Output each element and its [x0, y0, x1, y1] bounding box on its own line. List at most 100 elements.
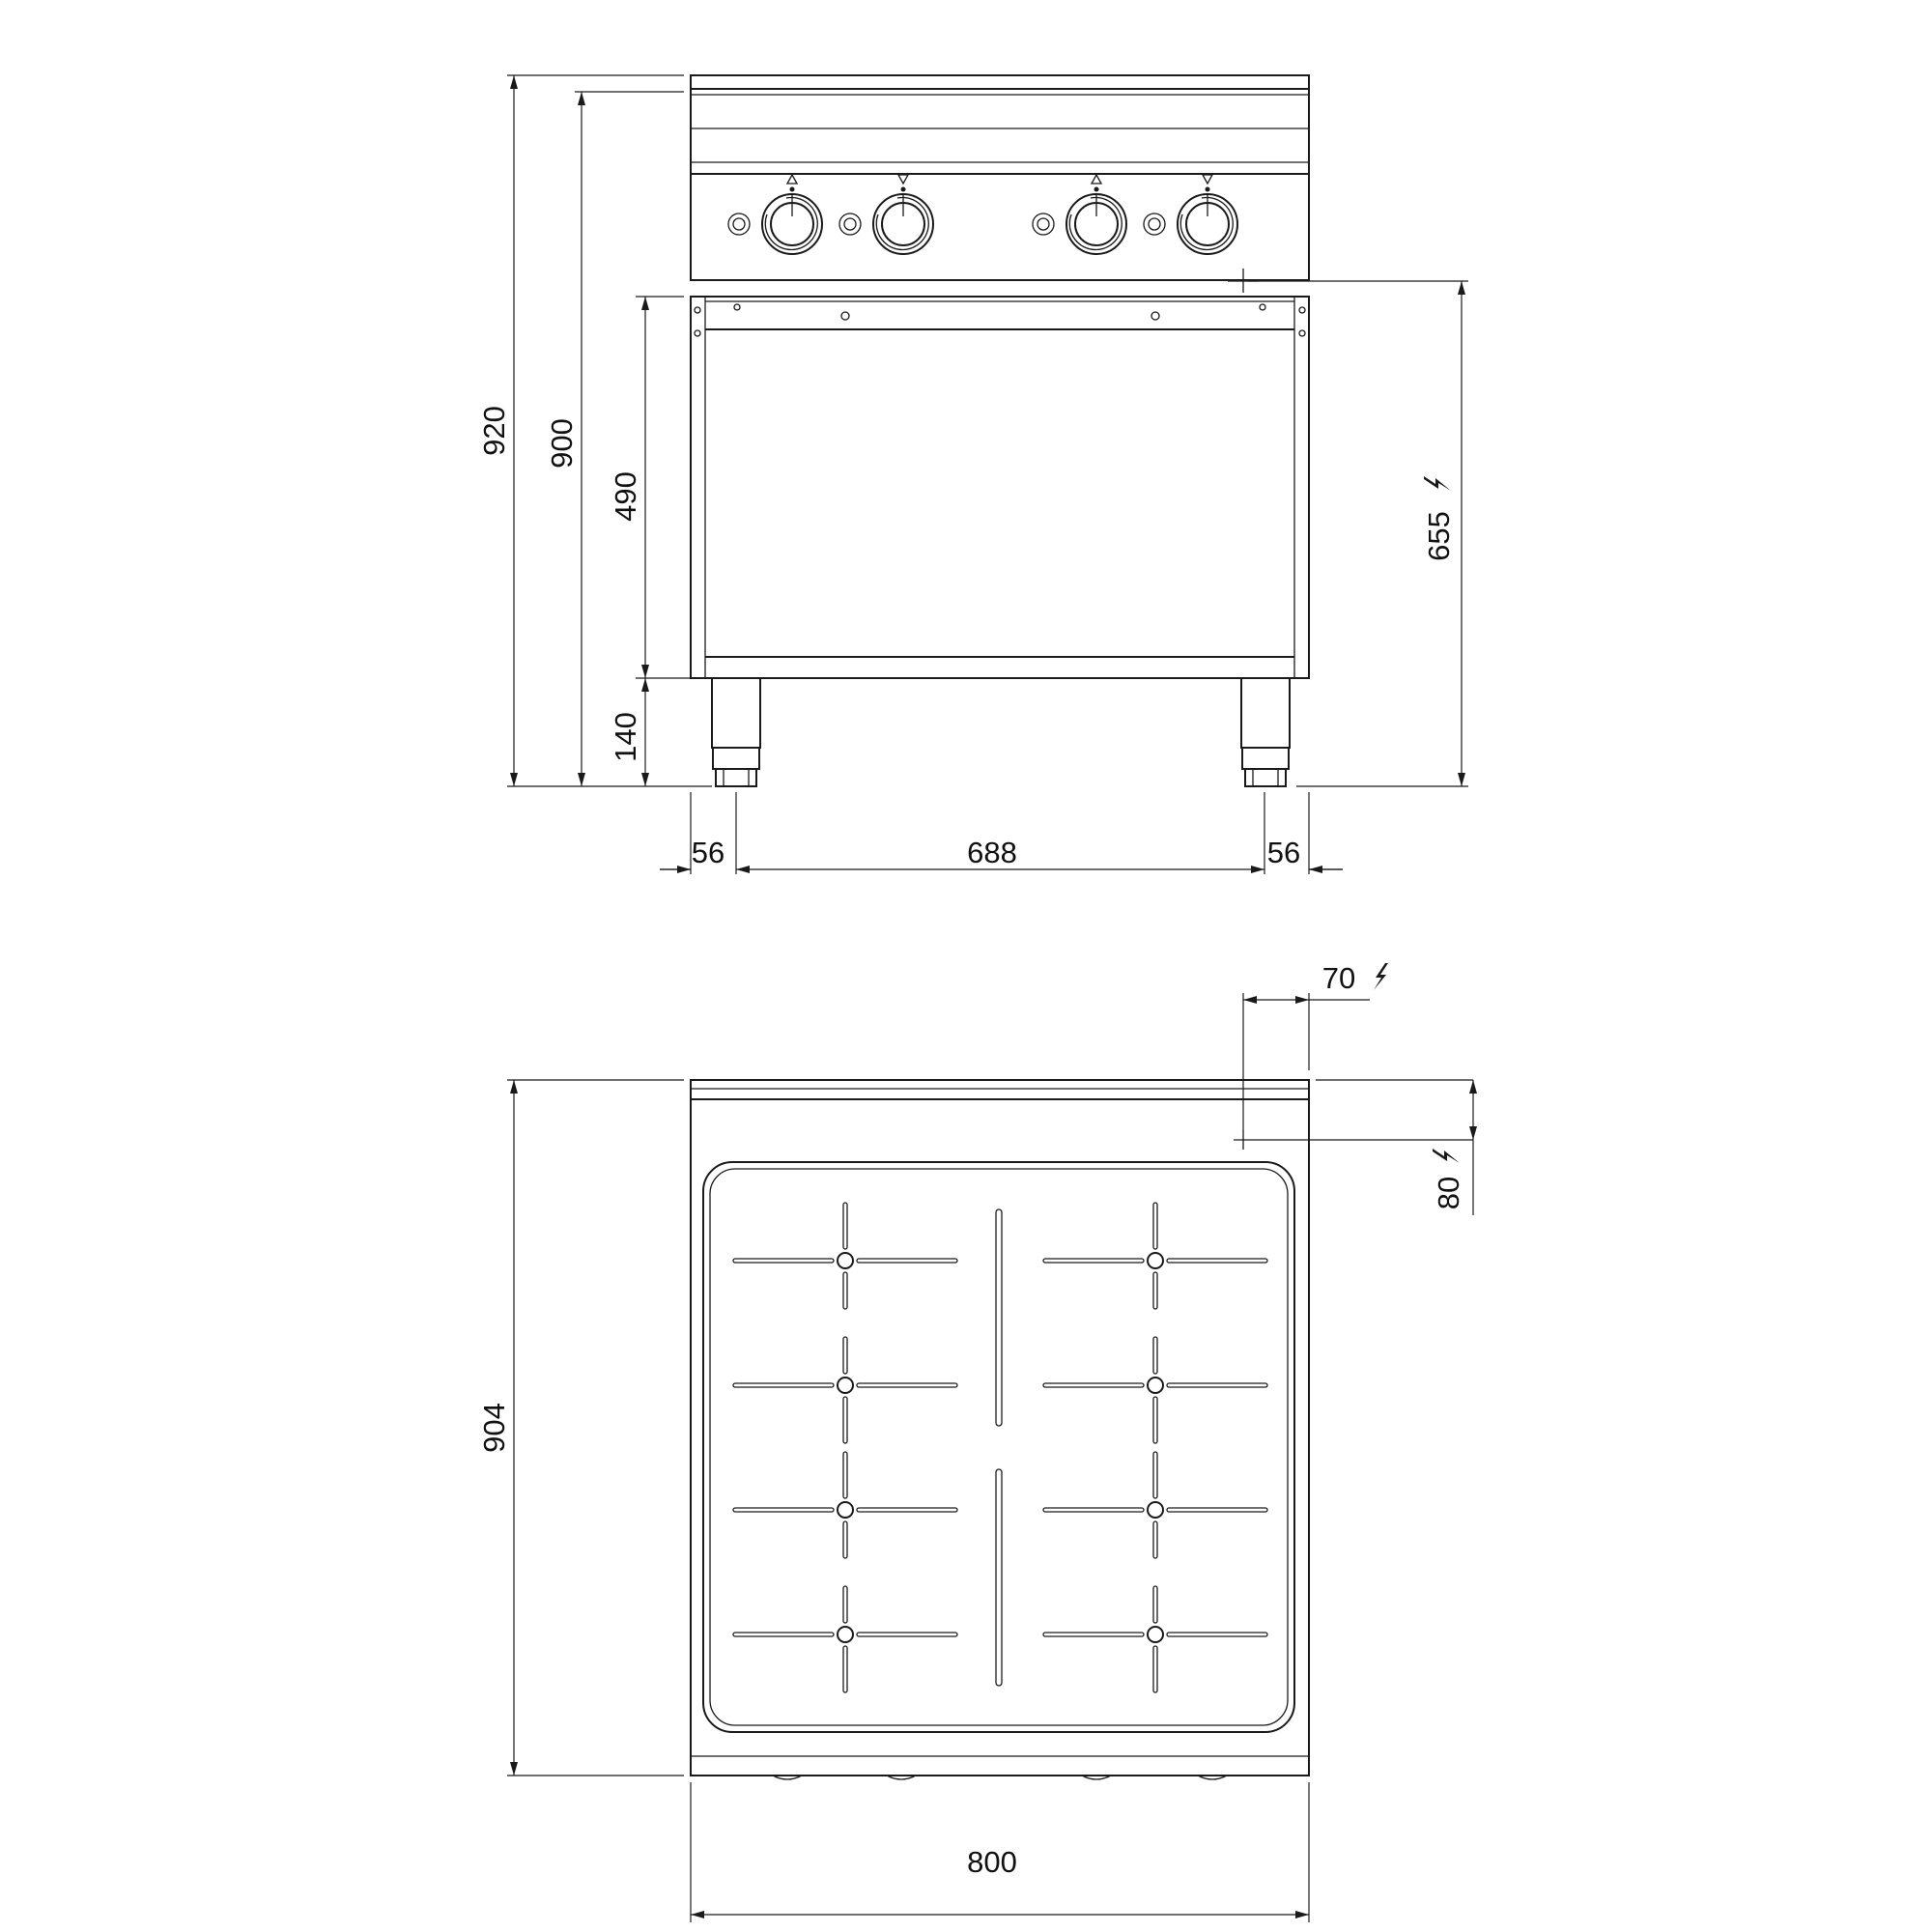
zone-sensor — [837, 1626, 854, 1643]
indicator-lamp-outer — [1143, 213, 1166, 236]
arrowhead — [1251, 866, 1264, 873]
zone-bar-right — [1166, 1632, 1268, 1637]
arrowhead — [1309, 866, 1322, 873]
leg-right — [1240, 677, 1291, 787]
triangle-down-icon — [896, 174, 910, 185]
knob-scale-arc — [764, 196, 818, 251]
dim-800-label: 800 — [967, 1845, 1017, 1879]
zone-bar-top — [842, 1585, 848, 1624]
lightning-bolt-icon — [1433, 1149, 1460, 1163]
arrowhead — [1295, 1911, 1309, 1918]
zone-sensor — [837, 1252, 854, 1269]
zone-bar-bottom — [1152, 1396, 1158, 1444]
zone-bar-top — [842, 1336, 848, 1375]
zone-bar-bottom — [842, 1271, 848, 1310]
arrowhead — [1469, 1080, 1477, 1094]
dim-688-label: 688 — [967, 836, 1017, 869]
arrowhead — [677, 866, 691, 873]
arrowhead — [691, 1911, 704, 1918]
indicator-lamp-inner — [732, 217, 746, 231]
top-dimension-lines — [510, 996, 1477, 1918]
zone-bar-right — [1166, 1382, 1268, 1388]
zone-bar-left — [1042, 1632, 1145, 1637]
zone-sensor — [1147, 1501, 1164, 1519]
indicator-lamp-outer — [1032, 213, 1055, 236]
zone-bar-left — [1042, 1382, 1145, 1388]
dim-56-left-label: 56 — [692, 836, 724, 869]
knob-bezel — [872, 193, 934, 255]
zone-sensor — [1147, 1377, 1164, 1394]
dim-490-label: 490 — [609, 471, 642, 522]
zone-bar-bottom — [1152, 1645, 1158, 1693]
dim-920-label: 920 — [477, 406, 511, 456]
cooking-zones-layer — [732, 1202, 1268, 1693]
knob-bezel — [1065, 193, 1127, 255]
arrowhead — [1243, 996, 1257, 1004]
knobs-layer — [727, 173, 1238, 255]
zone-bar-right — [856, 1258, 958, 1264]
zone-bar-left — [732, 1382, 835, 1388]
arrowhead — [736, 866, 750, 873]
zone-sensor — [837, 1501, 854, 1519]
indicator-lamp-inner — [843, 217, 857, 231]
zone-bar-top — [842, 1451, 848, 1499]
arrowhead — [510, 773, 518, 786]
zone-bar-bottom — [1152, 1271, 1158, 1310]
zone-bar-right — [856, 1632, 958, 1637]
lightning-bolt-icon — [1424, 476, 1451, 491]
knob-scale-arc — [875, 196, 929, 251]
indicator-lamp-outer — [727, 213, 751, 236]
zone-bar-right — [856, 1507, 958, 1513]
arrowhead — [510, 1080, 518, 1094]
arrowhead — [1295, 996, 1309, 1004]
arrowhead — [641, 678, 649, 692]
zone-divider — [995, 1208, 1003, 1687]
arrowhead — [1458, 773, 1465, 786]
zone-sensor — [1147, 1626, 1164, 1643]
cabinet — [690, 296, 1310, 679]
dim-70-label: 70 — [1322, 961, 1355, 995]
knob-dot — [1094, 186, 1099, 192]
arrowhead — [578, 92, 585, 105]
arrowhead — [510, 1762, 518, 1776]
arrowhead — [578, 773, 585, 786]
top-extension-lines — [507, 993, 1474, 1922]
triangle-up-icon — [785, 173, 799, 185]
dim-56-right-label: 56 — [1267, 836, 1300, 869]
knob-bezel — [1177, 193, 1238, 255]
arrowhead — [1469, 1126, 1477, 1140]
arrowhead — [1458, 281, 1465, 295]
knob-dot — [900, 186, 906, 192]
zone-bar-right — [1166, 1507, 1268, 1513]
hob-outline — [690, 1079, 1310, 1780]
top-power-connection-mark — [1234, 1130, 1253, 1150]
indicator-lamp-outer — [838, 213, 862, 236]
zone-bar-top — [1152, 1585, 1158, 1624]
zone-bar-right — [856, 1382, 958, 1388]
arrowhead — [641, 297, 649, 310]
zone-bar-bottom — [842, 1396, 848, 1444]
knob-bezel — [761, 193, 823, 255]
zone-bar-left — [1042, 1507, 1145, 1513]
dim-655-label: 655 — [1422, 511, 1456, 561]
zone-sensor — [837, 1377, 854, 1394]
front-extension-lines — [507, 74, 1468, 874]
dim-80-label: 80 — [1432, 1177, 1465, 1209]
lightning-bolt-icon — [1374, 963, 1388, 990]
knob-scale-arc — [1068, 196, 1122, 251]
indicator-lamp-inner — [1148, 217, 1161, 231]
zone-bar-top — [842, 1202, 848, 1250]
arrowhead — [641, 665, 649, 678]
zone-bar-right — [1166, 1258, 1268, 1264]
front-dimension-lines — [510, 75, 1465, 873]
zone-bar-bottom — [1152, 1520, 1158, 1559]
knob-dot — [1205, 186, 1210, 192]
dim-904-label: 904 — [477, 1403, 511, 1453]
zone-bar-left — [732, 1507, 835, 1513]
zone-bar-bottom — [842, 1520, 848, 1559]
triangle-down-icon — [1201, 174, 1214, 185]
zone-bar-left — [732, 1632, 835, 1637]
dim-140-label: 140 — [609, 712, 642, 762]
triangle-up-icon — [1090, 173, 1103, 185]
